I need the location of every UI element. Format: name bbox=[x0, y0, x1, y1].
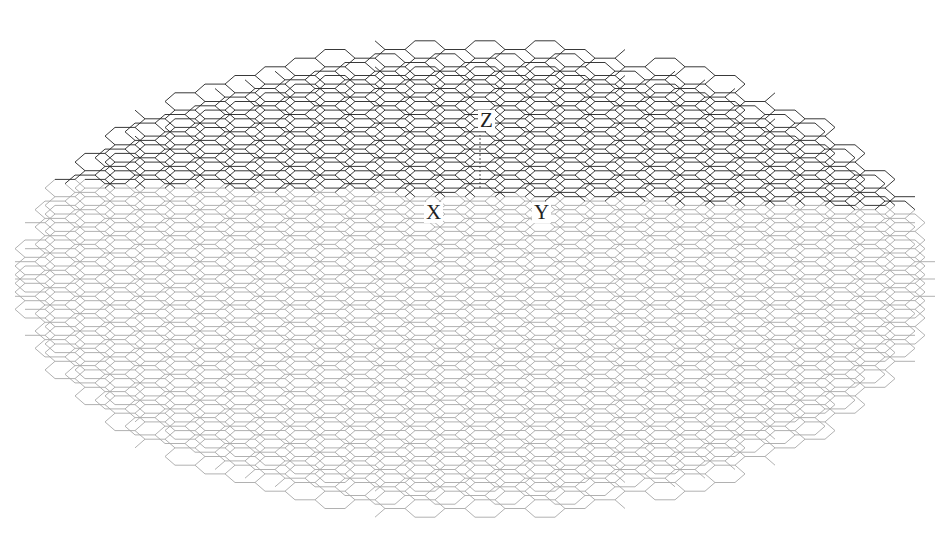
upper-layers bbox=[55, 41, 915, 210]
dark-bonds bbox=[55, 41, 915, 210]
axis-label: Z bbox=[478, 110, 495, 131]
axis-label: X bbox=[424, 202, 443, 223]
lower-layers bbox=[15, 179, 935, 517]
z-axis bbox=[480, 135, 481, 188]
grey-bonds bbox=[15, 179, 935, 517]
axis-label: Y bbox=[532, 202, 551, 223]
